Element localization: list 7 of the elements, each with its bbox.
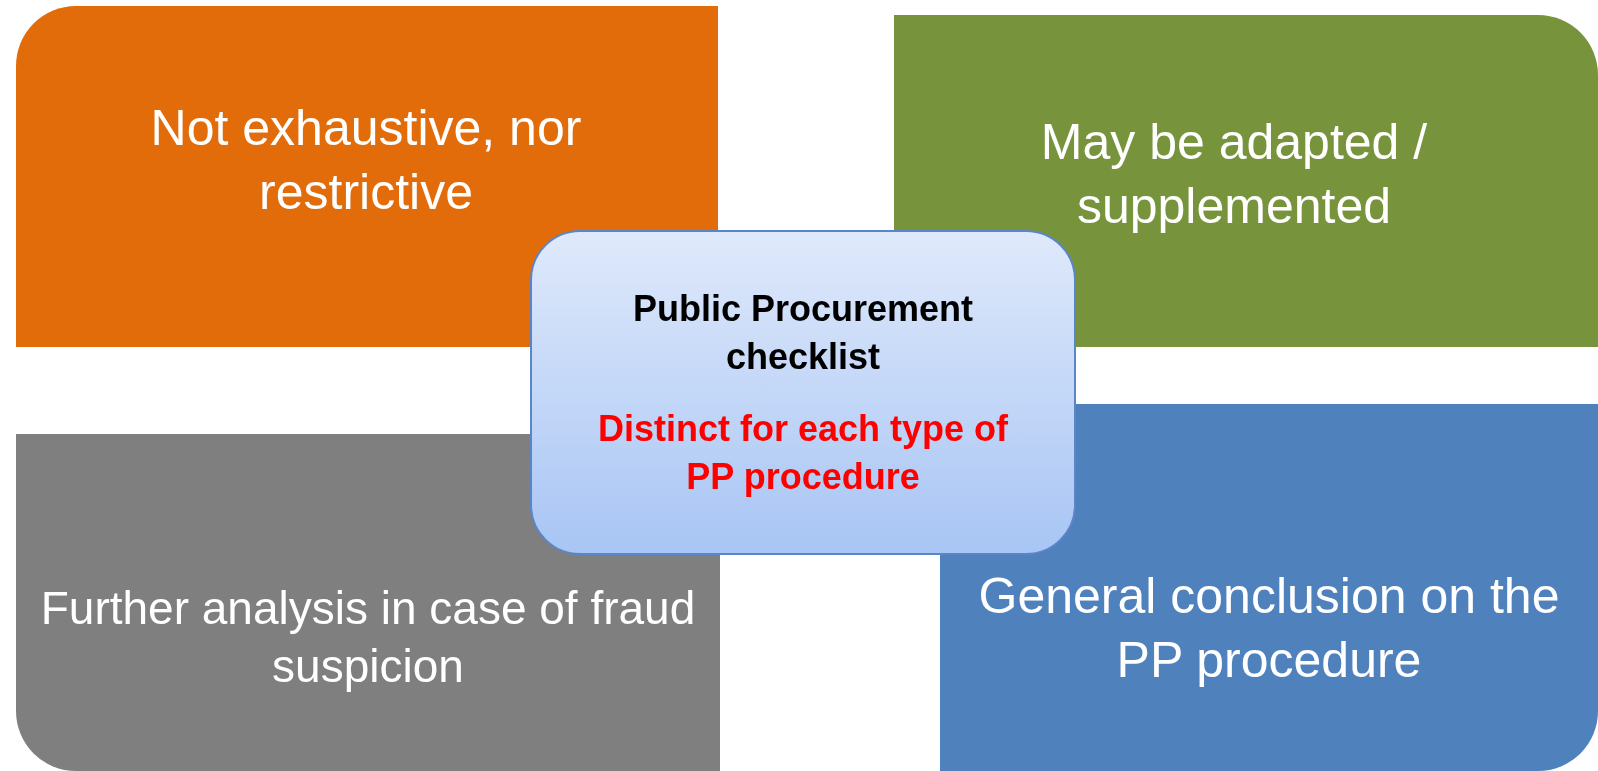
quadrant-text: General conclusion on the PP procedure <box>977 567 1561 690</box>
quadrant-text: Further analysis in case of fraud suspicion <box>39 581 697 694</box>
quadrant-text: May be adapted / supplemented <box>1039 113 1429 236</box>
note-text: Distinct for each type of PP procedure <box>596 406 1010 499</box>
quadrant-text: Not exhaustive, nor restrictive <box>149 99 583 222</box>
heading-text: Public Procurement checklist <box>631 286 975 379</box>
center-box <box>530 230 1076 555</box>
